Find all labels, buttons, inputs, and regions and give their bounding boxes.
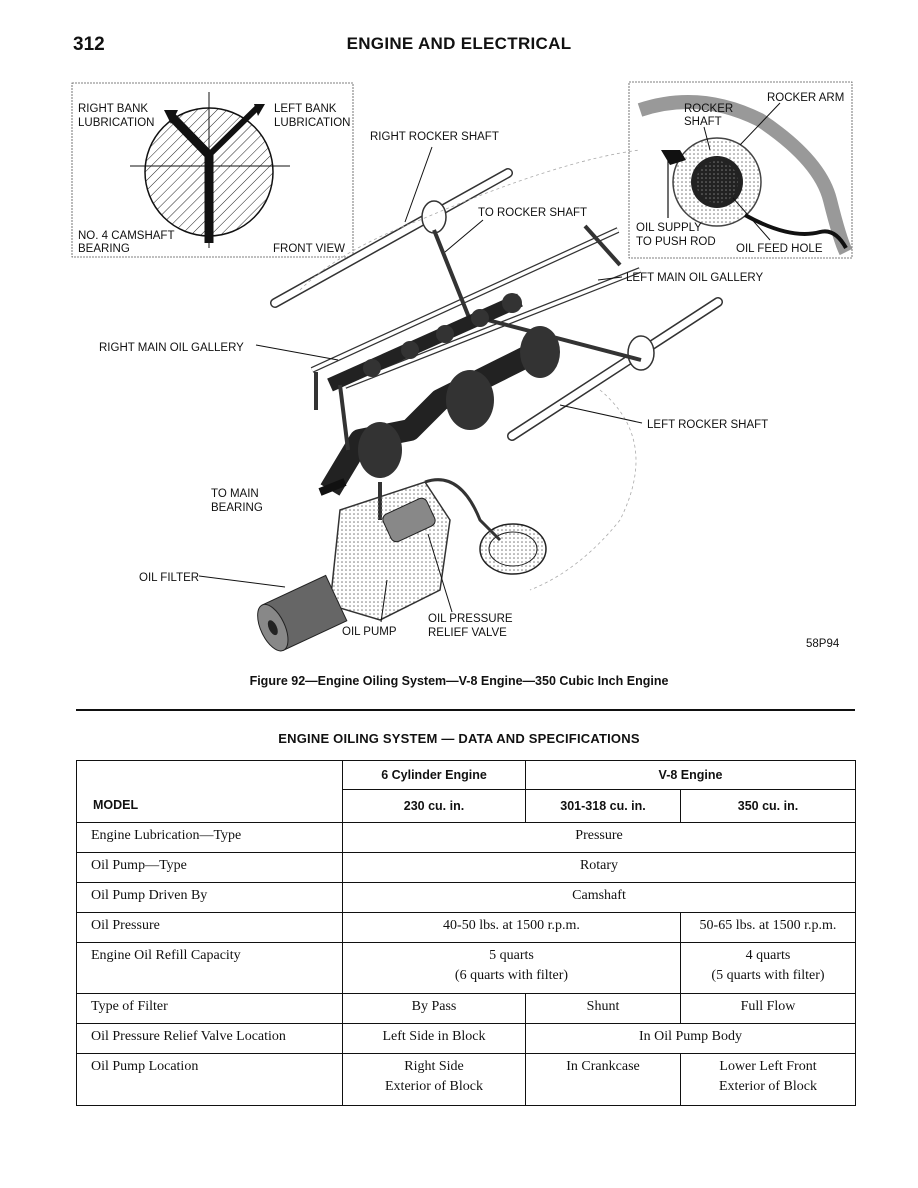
table-row: Oil Pump Driven By Camshaft bbox=[76, 882, 856, 913]
displacement-350: 350 cu. in. bbox=[680, 789, 856, 823]
table-row: Engine Oil Refill Capacity 5 quarts(6 qu… bbox=[76, 942, 856, 994]
table-row: Type of Filter By Pass Shunt Full Flow bbox=[76, 993, 856, 1024]
table-header-row: 230 cu. in. 301-318 cu. in. 350 cu. in. bbox=[77, 789, 856, 823]
rocker-arm-inset bbox=[628, 81, 853, 259]
label-to-rocker-shaft: TO ROCKER SHAFT bbox=[478, 207, 587, 219]
cell-value: 50-65 lbs. at 1500 r.p.m. bbox=[680, 912, 856, 943]
cell-value: Shunt bbox=[525, 993, 681, 1024]
row-label: Oil Pump Location bbox=[76, 1053, 343, 1106]
row-label: Engine Lubrication—Type bbox=[76, 822, 343, 853]
model-label: MODEL bbox=[76, 760, 343, 823]
specifications-table: MODEL 6 Cylinder Engine V-8 Engine 230 c… bbox=[76, 760, 856, 1106]
cell-value: 5 quarts(6 quarts with filter) bbox=[342, 942, 681, 994]
cell-value: In Oil Pump Body bbox=[525, 1023, 856, 1054]
displacement-230: 230 cu. in. bbox=[342, 789, 526, 823]
page-number: 312 bbox=[73, 34, 105, 55]
header-6-cylinder: 6 Cylinder Engine bbox=[342, 760, 526, 790]
table-row: Engine Lubrication—Type Pressure bbox=[76, 822, 856, 853]
header-v8: V-8 Engine bbox=[525, 760, 856, 790]
label-left-main-oil-gallery: LEFT MAIN OIL GALLERY bbox=[626, 272, 764, 284]
figure-id: 58P94 bbox=[806, 638, 840, 650]
label-front-view: FRONT VIEW bbox=[273, 243, 345, 255]
row-label: Oil Pressure bbox=[76, 912, 343, 943]
callout-lines bbox=[198, 146, 643, 623]
label-oil-filter: OIL FILTER bbox=[139, 572, 199, 584]
cell-value: In Crankcase bbox=[525, 1053, 681, 1106]
label-oil-pump: OIL PUMP bbox=[342, 626, 397, 638]
cell-value: Pressure bbox=[342, 822, 856, 853]
label-oil-feed-hole: OIL FEED HOLE bbox=[736, 243, 823, 255]
section-divider bbox=[76, 709, 855, 711]
figure-caption: Figure 92—Engine Oiling System—V-8 Engin… bbox=[249, 674, 669, 688]
cell-value: 4 quarts(5 quarts with filter) bbox=[680, 942, 856, 994]
cell-value: Full Flow bbox=[680, 993, 856, 1024]
front-view-inset bbox=[71, 82, 354, 258]
table-title: ENGINE OILING SYSTEM — DATA AND SPECIFIC… bbox=[278, 731, 640, 746]
cell-value: Left Side in Block bbox=[342, 1023, 526, 1054]
row-label: Type of Filter bbox=[76, 993, 343, 1024]
label-rocker-arm: ROCKER ARM bbox=[767, 92, 844, 104]
label-right-rocker-shaft: RIGHT ROCKER SHAFT bbox=[370, 131, 499, 143]
cell-value: 40-50 lbs. at 1500 r.p.m. bbox=[342, 912, 681, 943]
page-heading: ENGINE AND ELECTRICAL bbox=[346, 34, 572, 53]
label-right-main-oil-gallery: RIGHT MAIN OIL GALLERY bbox=[99, 342, 244, 354]
engine-illustration bbox=[257, 149, 723, 652]
cell-value: Camshaft bbox=[342, 882, 856, 913]
cell-value: Rotary bbox=[342, 852, 856, 883]
table-row: Oil Pressure Relief Valve Location Left … bbox=[76, 1023, 856, 1054]
row-label: Engine Oil Refill Capacity bbox=[76, 942, 343, 994]
row-label: Oil Pump—Type bbox=[76, 852, 343, 883]
row-label: Oil Pump Driven By bbox=[76, 882, 343, 913]
row-label: Oil Pressure Relief Valve Location bbox=[76, 1023, 343, 1054]
label-left-rocker-shaft: LEFT ROCKER SHAFT bbox=[647, 419, 768, 431]
table-row: Oil Pump—Type Rotary bbox=[76, 852, 856, 883]
table-row: Oil Pressure 40-50 lbs. at 1500 r.p.m. 5… bbox=[76, 912, 856, 943]
displacement-301-318: 301-318 cu. in. bbox=[525, 789, 681, 823]
table-header-row: MODEL 6 Cylinder Engine V-8 Engine bbox=[76, 760, 856, 823]
cell-value: By Pass bbox=[342, 993, 526, 1024]
